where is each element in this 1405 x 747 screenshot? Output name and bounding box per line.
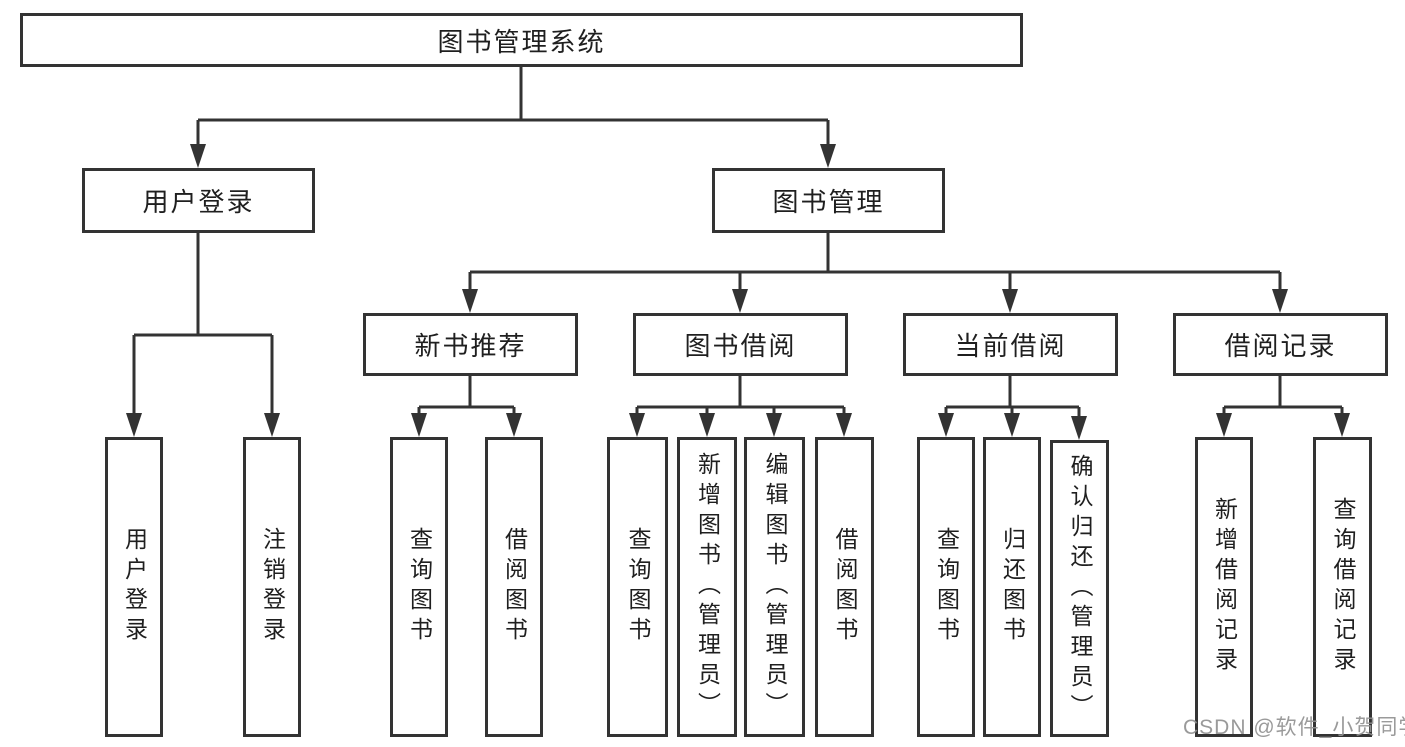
node-query-borrow-record-leaf: 查询借阅记录 <box>1313 437 1372 737</box>
node-query-books-leaf: 查询图书 <box>390 437 448 737</box>
node-logout-leaf: 注销登录 <box>243 437 301 737</box>
node-add-borrow-record-leaf: 新增借阅记录 <box>1195 437 1253 737</box>
node-return-books-leaf: 归还图书 <box>983 437 1041 737</box>
node-library-management-system: 图书管理系统 <box>20 13 1023 67</box>
csdn-watermark: CSDN @软件_小贺同学 <box>1183 716 1405 739</box>
node-borrow-books-leaf: 借阅图书 <box>485 437 543 737</box>
node-add-books-admin-leaf: 新增图书（管理员） <box>677 437 737 737</box>
node-borrow-books-leaf: 借阅图书 <box>815 437 874 737</box>
node-confirm-return-admin-leaf: 确认归还（管理员） <box>1050 440 1109 737</box>
node-edit-books-admin-leaf: 编辑图书（管理员） <box>744 437 805 737</box>
arrowheads <box>126 144 1350 440</box>
node-new-book-recommendation: 新书推荐 <box>363 313 578 376</box>
node-user-login-leaf: 用户登录 <box>105 437 163 737</box>
node-borrowing-records: 借阅记录 <box>1173 313 1388 376</box>
node-user-login: 用户登录 <box>82 168 315 233</box>
node-current-borrowing: 当前借阅 <box>903 313 1118 376</box>
node-book-management: 图书管理 <box>712 168 945 233</box>
node-book-borrowing: 图书借阅 <box>633 313 848 376</box>
node-query-books-leaf: 查询图书 <box>607 437 668 737</box>
node-query-books-leaf: 查询图书 <box>917 437 975 737</box>
